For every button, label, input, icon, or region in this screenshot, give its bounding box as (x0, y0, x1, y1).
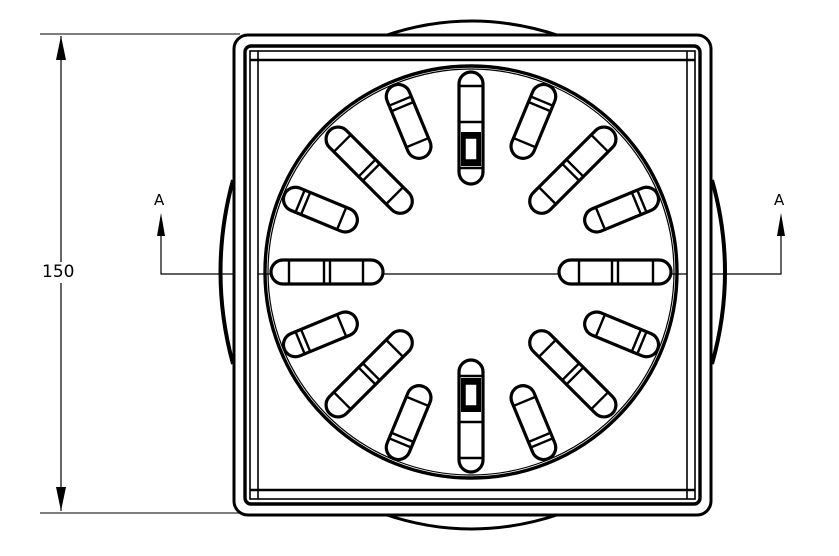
slot (557, 258, 673, 286)
dimension-label: 150 (42, 262, 75, 283)
slot (269, 258, 385, 286)
section-arrow-right-icon (777, 213, 785, 236)
section-label-right: A (774, 191, 785, 209)
section-arrow-left-icon (157, 213, 165, 236)
slot-with-clip (457, 70, 485, 186)
dimension-arrow-bottom-icon (56, 487, 66, 511)
drain-body-round (218, 19, 727, 531)
slot-with-clip (457, 358, 485, 474)
section-label-left: A (154, 191, 165, 209)
dimension-arrow-top-icon (56, 36, 66, 60)
